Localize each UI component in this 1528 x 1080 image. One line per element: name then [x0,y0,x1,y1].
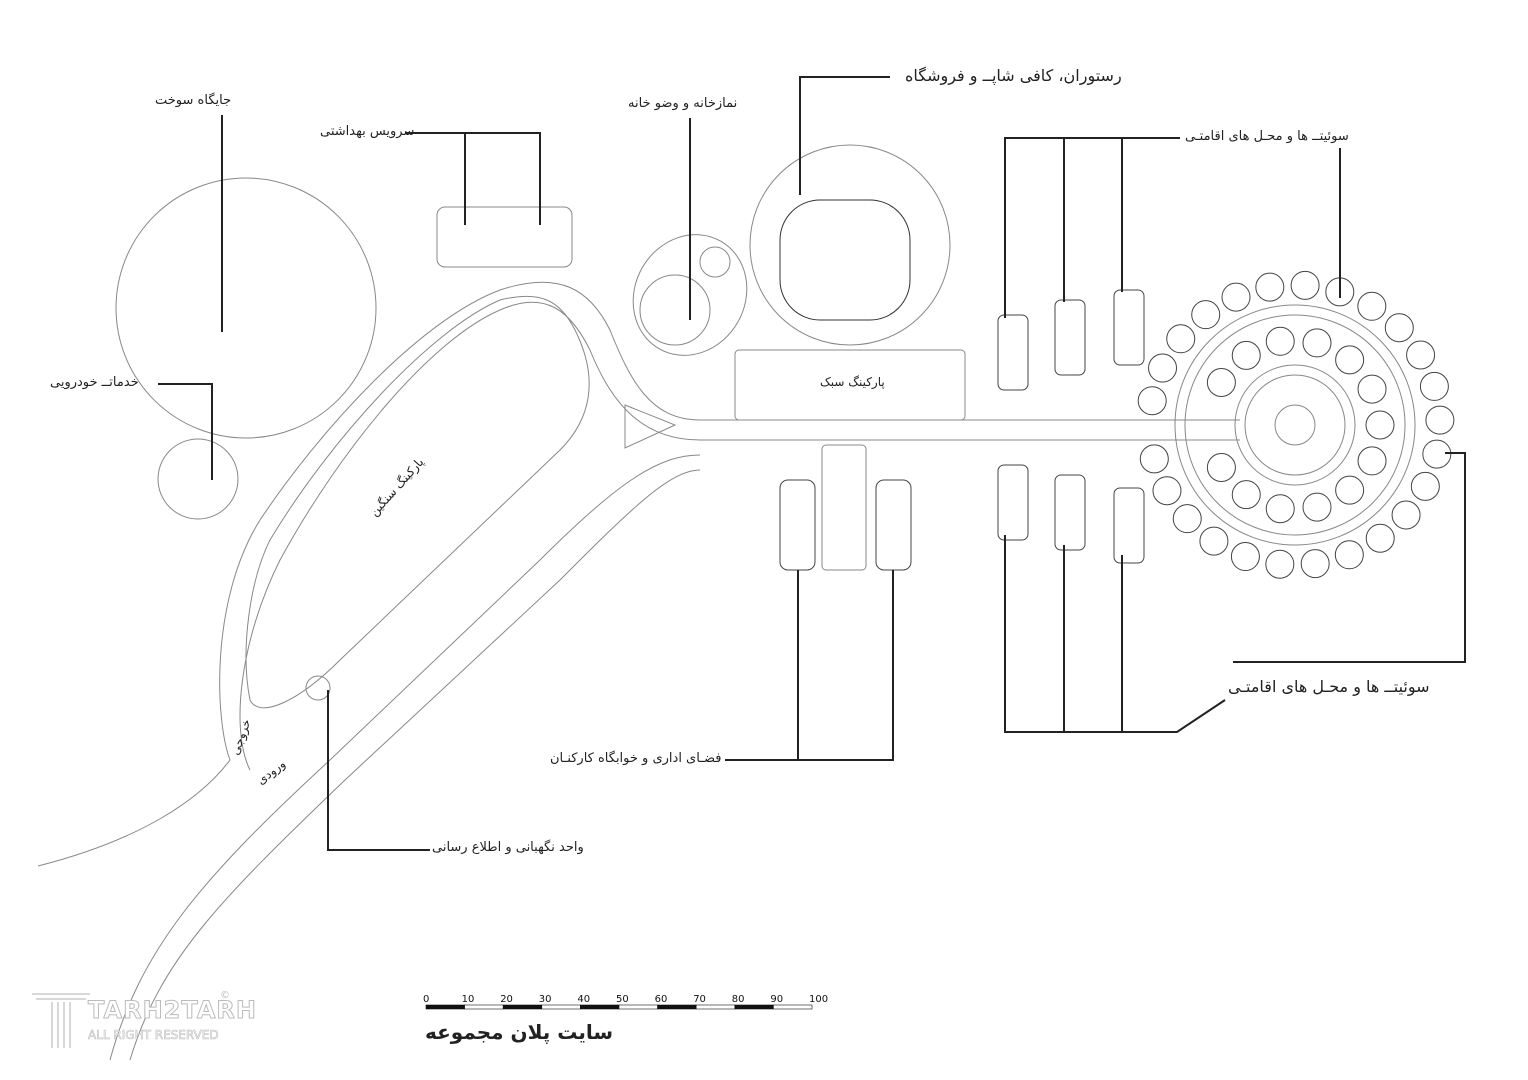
suite-unit [1419,371,1449,401]
watermark-sub: ALL RIGHT RESERVED [88,1028,219,1043]
suite-unit [1255,272,1285,302]
column-icon [32,993,90,1048]
sanitary-block [436,206,573,268]
suite-unit [1425,405,1455,435]
suite-unit [1206,368,1236,397]
page-title: سایت پلان مجموعه [425,1020,614,1044]
scale-tick-label: 70 [693,994,706,1005]
suite-unit [1365,523,1395,553]
scale-tick-label: 30 [538,994,552,1005]
scale-segment [734,1004,774,1010]
suite-unit [1384,313,1414,343]
copyright-icon: © [220,990,230,1001]
main-road-outer [37,281,1240,867]
suite-unit [1265,494,1295,524]
suite-unit [1391,500,1421,530]
suite-unit [1265,549,1295,579]
label-sanitary: سرویس بهداشتی [320,124,415,139]
suite-unit [1137,386,1167,416]
suite-unit [1166,324,1196,354]
scale-tick-label: 40 [577,994,591,1005]
scale-tick-label: 60 [654,994,668,1005]
prayer-area [632,234,748,356]
label-guard: واحد نگهبانی و اطلاع رسانی [432,840,584,855]
staff-building-left [779,479,816,571]
scale-tick-label: 0 [423,994,430,1005]
leader-staff [725,570,894,761]
suite-unit [1302,492,1332,522]
scale-tick-label: 20 [500,994,513,1005]
suite-unit [1148,353,1178,383]
watermark-brand: TARH2TARH [88,996,257,1025]
scale-segment [580,1004,620,1010]
suite-ring-outer [1174,304,1416,546]
suite-unit [1365,410,1395,440]
suite-unit [1230,542,1260,572]
suite-unit [1172,504,1202,534]
label-suites-top: سوئیتــ ها و محـل های اقامتـی [1185,129,1349,144]
suite-unit [1290,270,1320,300]
suite-unit [1357,446,1387,476]
label-prayer: نمازخانه و وضو خانه [628,96,738,111]
suite-unit [1265,326,1295,356]
label-suites-bottom: سوئیتــ ها و محـل های اقامتـی [1228,677,1430,696]
label-fuel-station: جایگاه سوخت [155,93,232,108]
leader-guard [327,690,430,851]
suite-unit [1152,476,1182,506]
leader-suites-top [1004,137,1341,318]
leader-restaurant [799,76,890,195]
leader-sanitary [405,132,541,225]
suite-unit [1139,444,1169,474]
car-services-zone [157,438,239,520]
suite-unit [1221,282,1251,312]
leader-suites-bottom [1004,452,1466,733]
scale-bar [425,1004,813,1010]
scale-tick-label: 50 [616,994,629,1005]
scale-tick-label: 100 [809,994,829,1005]
guard-unit [305,675,331,701]
suite-unit [1406,340,1436,370]
suite-unit [1410,471,1440,501]
label-car-services: خدماتــ خودرویی [50,375,139,390]
suite-unit [1191,300,1221,330]
suite-unit [1335,475,1365,505]
main-road-inner [239,301,1240,771]
scale-segment [541,1004,581,1010]
suite-unit [1231,340,1261,370]
watermark-logo: TARH2TARH ALL RIGHT RESERVED © [30,990,257,1050]
scale-segment [425,1004,465,1010]
scale-segment [695,1004,736,1010]
label-light-parking: پارکینگ سبک [820,375,885,389]
light-parking-area [734,349,966,421]
scale-segment [657,1004,697,1010]
label-staff: فضـای اداری و خوابگاه کارکنـان [550,751,722,766]
suite-unit [1300,549,1330,579]
suite-unit [1335,345,1365,375]
suite-unit [1357,374,1387,404]
suite-unit [1199,526,1229,556]
staff-building-right [875,479,912,571]
suite-unit [1334,540,1364,570]
suite-unit [1357,291,1387,321]
heavy-parking-island [245,295,590,709]
leader-car [158,383,213,480]
restaurant-zone [749,144,951,346]
scale-segment [464,1004,504,1010]
scale-segment [618,1004,658,1010]
fuel-station-zone [115,177,377,439]
suite-unit [1206,453,1236,482]
suite-unit [1422,439,1452,469]
scale-tick-label: 10 [461,994,475,1005]
scale-tick-label: 80 [731,994,745,1005]
suite-unit [1302,328,1332,358]
label-restaurant: رستوران، کافی شاپــ و فروشگاه [905,66,1122,85]
suite-unit [1231,480,1261,510]
scale-segment [773,1004,813,1010]
scale-segment [502,1004,543,1010]
scale-tick-label: 90 [770,994,784,1005]
